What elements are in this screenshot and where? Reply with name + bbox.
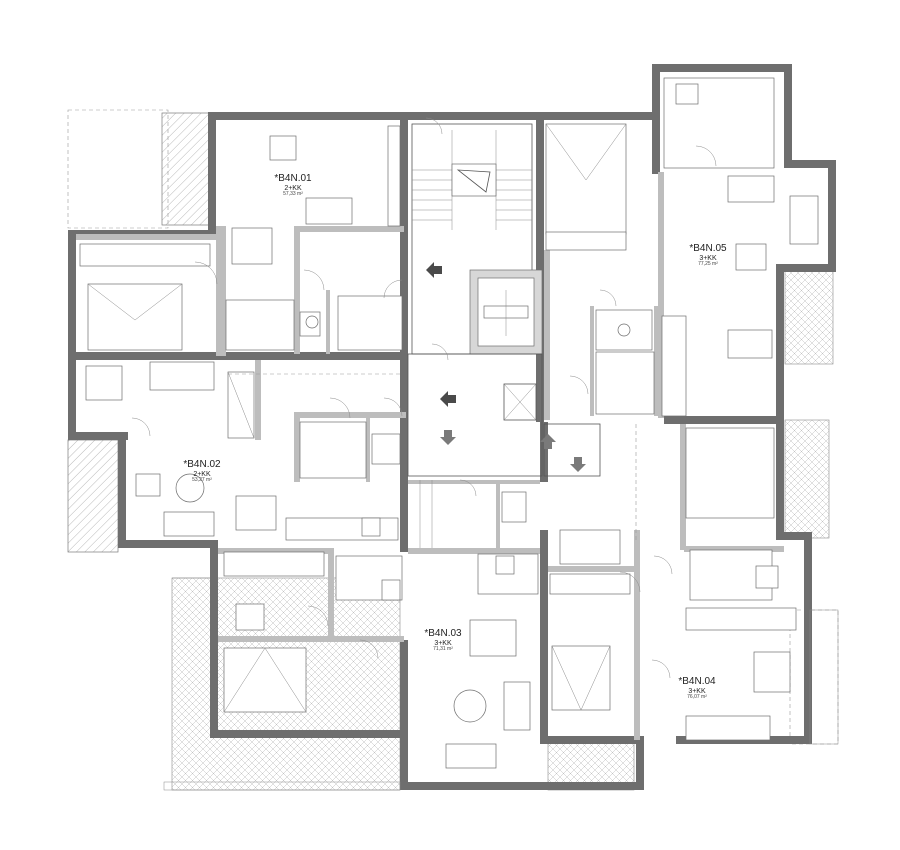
toilet-icon xyxy=(381,579,401,601)
balcony-west xyxy=(67,439,119,553)
apt-03-furniture xyxy=(223,491,539,769)
desk xyxy=(85,365,123,401)
rug xyxy=(453,689,487,723)
sofa-icon xyxy=(789,195,819,245)
armchair xyxy=(135,473,161,497)
balcony-east-upper xyxy=(784,267,834,365)
apartment-area: 53,27 m² xyxy=(192,476,212,483)
armchair xyxy=(727,175,775,203)
table-icon xyxy=(753,651,791,693)
apartment-name: *B4N.05 xyxy=(689,243,727,254)
apartment-area: 76,07 m² xyxy=(687,693,707,700)
balcony-east-lower xyxy=(784,419,830,539)
wardrobe xyxy=(79,243,211,267)
apartment-label-03: *B4N.03 3+KK 71,31 m² xyxy=(424,628,462,652)
sofa-icon xyxy=(503,681,531,731)
stair-arrow-icon xyxy=(570,457,586,472)
sofa-icon xyxy=(305,197,353,225)
apt-01-furniture xyxy=(79,125,403,351)
door-swings xyxy=(131,117,717,679)
bed-icon xyxy=(149,361,215,391)
apartment-name: *B4N.02 xyxy=(183,459,221,470)
core xyxy=(407,123,601,548)
apartment-area: 77,25 m² xyxy=(698,260,718,267)
apt-02-furniture xyxy=(85,361,401,541)
apartment-type: 3+KK xyxy=(699,254,717,262)
table-icon xyxy=(735,243,767,271)
armchair xyxy=(269,135,297,161)
balcony-north-west xyxy=(161,112,211,226)
apt-05-furniture xyxy=(545,77,819,417)
table-icon xyxy=(469,619,517,657)
apt-04-furniture xyxy=(549,427,797,741)
toilet-icon xyxy=(755,565,779,589)
apartment-type: 3+KK xyxy=(688,687,706,695)
sofa-icon xyxy=(445,743,497,769)
apartment-name: *B4N.03 xyxy=(424,628,462,639)
wardrobe xyxy=(387,125,401,227)
wardrobe xyxy=(223,551,325,577)
balcony-outline-north-west xyxy=(67,109,169,229)
apartment-type: 2+KK xyxy=(284,184,302,192)
bathtub-icon xyxy=(337,295,403,351)
bathtub-icon xyxy=(299,421,367,479)
bed-icon xyxy=(551,645,611,711)
bed-icon xyxy=(685,427,775,519)
stair-arrow-icon xyxy=(540,434,556,449)
stair-void-icon xyxy=(456,169,491,193)
stair-arrow-icon xyxy=(426,262,442,278)
sofa-icon xyxy=(163,511,215,537)
desk xyxy=(675,83,699,105)
apartment-name: *B4N.01 xyxy=(274,173,312,184)
table-icon xyxy=(235,495,277,531)
bed-icon xyxy=(223,647,307,713)
bed-icon xyxy=(87,283,183,351)
sofa-icon xyxy=(685,715,771,741)
kitchen xyxy=(285,517,399,541)
stove-icon xyxy=(495,555,515,575)
apartment-label-01: *B4N.01 2+KK 57,33 m² xyxy=(274,173,312,197)
shaft xyxy=(503,383,537,421)
kitchen xyxy=(685,607,797,631)
corridor-east xyxy=(543,423,601,477)
apartment-type: 2+KK xyxy=(193,470,211,478)
apartment-name: *B4N.04 xyxy=(678,676,716,687)
stair-arrow-icon xyxy=(440,391,456,407)
corridor xyxy=(407,353,543,477)
apartment-label-04: *B4N.04 3+KK 76,07 m² xyxy=(678,676,716,700)
wardrobe xyxy=(545,231,627,251)
kitchen xyxy=(225,299,295,351)
balcony-outline-south-east xyxy=(789,609,839,745)
stair-arrow-icon xyxy=(440,430,456,445)
circulation-arrows xyxy=(426,262,586,472)
bathtub-icon xyxy=(595,351,655,415)
table-icon xyxy=(727,329,773,359)
toilet-icon xyxy=(501,491,527,523)
apartment-label-02: *B4N.02 2+KK 53,27 m² xyxy=(183,459,221,483)
apartment-type: 3+KK xyxy=(434,639,452,647)
desk xyxy=(235,603,265,631)
table-icon xyxy=(231,227,273,265)
toilet-icon xyxy=(617,323,631,337)
stove-icon xyxy=(361,517,381,537)
apartment-area: 71,31 m² xyxy=(433,645,453,652)
apartment-label-05: *B4N.05 3+KK 77,25 m² xyxy=(689,243,727,267)
apartment-area: 57,33 m² xyxy=(283,190,303,197)
toilet-icon xyxy=(371,433,401,465)
bathtub-icon xyxy=(559,529,621,565)
stair-opening xyxy=(451,163,497,197)
rug xyxy=(175,473,205,503)
kitchen xyxy=(661,315,687,417)
facade-lines xyxy=(163,373,839,791)
wardrobe xyxy=(549,573,631,595)
